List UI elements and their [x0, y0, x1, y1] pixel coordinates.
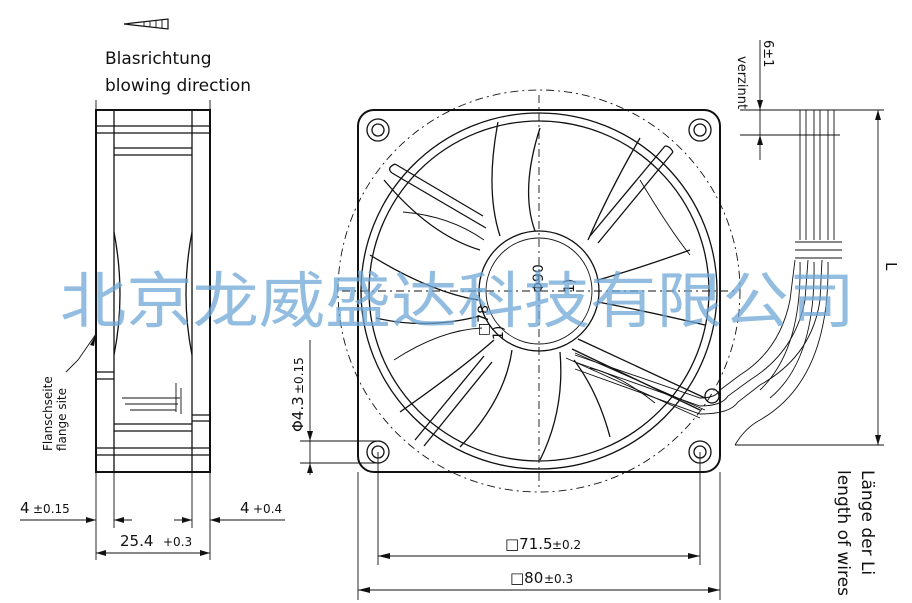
dim-depth: 25.4 — [120, 532, 153, 550]
dim-inner-tol: ±0.2 — [552, 538, 581, 552]
dim-hole-tol: ±0.15 — [292, 357, 306, 394]
dim-dia90: Φ90 — [531, 264, 547, 293]
front-view — [337, 89, 823, 493]
note-1-a: 1) — [562, 279, 578, 293]
dim-right-4: 4 — [240, 499, 250, 517]
dim-hole: Φ4.3 — [289, 396, 307, 432]
dim-right-4-tol: +0.4 — [253, 502, 282, 516]
flange-label-de: Flanschseite — [41, 376, 55, 451]
side-view — [95, 100, 211, 473]
dim-left-4: 4 — [20, 499, 30, 517]
blowing-label-en: blowing direction — [105, 76, 251, 96]
dim-outer-tol: ±0.3 — [544, 572, 573, 586]
blowing-arrow-icon — [123, 18, 169, 30]
flange-label-en: flange site — [55, 388, 69, 451]
label-verzinnt: verzinnt — [734, 56, 749, 109]
dim-L: L — [882, 262, 900, 271]
wire-bundle — [734, 110, 842, 446]
dim-outer-sq: □80 — [510, 569, 543, 587]
note-1-b: 1) — [491, 326, 507, 340]
flange-leader — [65, 333, 97, 373]
dim-tin-len: 6±1 — [760, 40, 775, 67]
dim-left-4-tol: ±0.15 — [33, 502, 70, 516]
blowing-label-de: Blasrichtung — [105, 49, 212, 69]
wires-label-de: Länge der Li — [857, 470, 877, 575]
wires-label-en: length of wires — [833, 470, 853, 596]
dim-sq78: □78 — [476, 305, 492, 336]
dim-depth-tol: +0.3 — [163, 535, 192, 549]
dim-inner-sq: □71.5 — [505, 535, 553, 553]
watermark: 北京龙威盛达科技有限公司 — [60, 266, 855, 337]
